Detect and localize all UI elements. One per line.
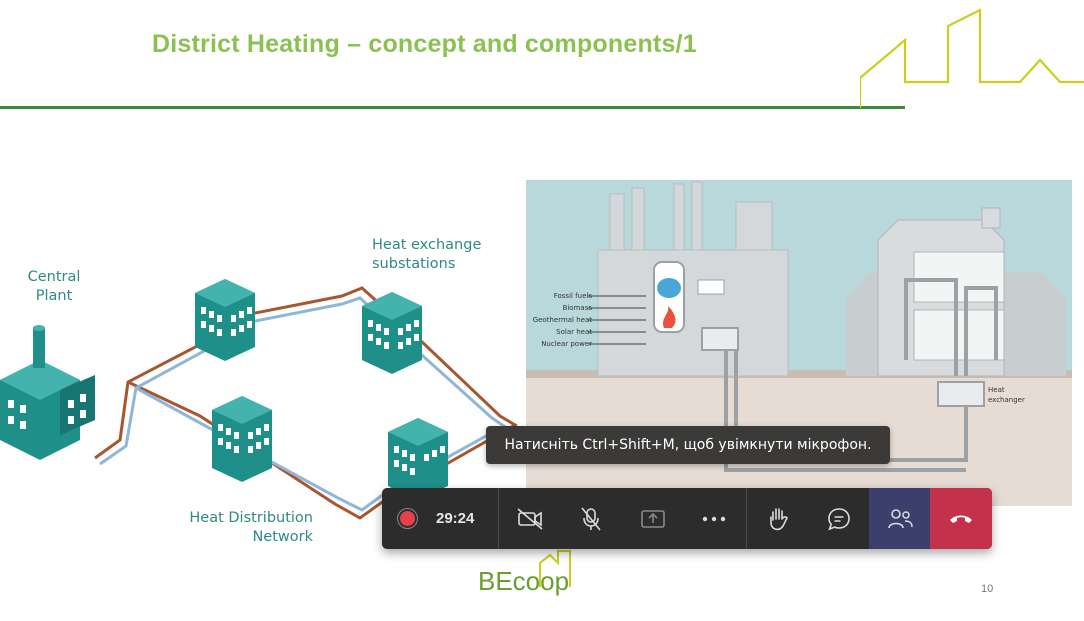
- supply-pipe: [94, 286, 518, 520]
- record-dot-icon: [400, 511, 415, 526]
- substations-label: Heat exchange substations: [372, 237, 482, 272]
- source-fossil-fuels: Fossil fuels: [554, 292, 593, 300]
- becoop-logo: [539, 550, 571, 587]
- participants-icon: [887, 508, 913, 528]
- raise-hand-button[interactable]: [747, 488, 808, 549]
- substation-building-3: [212, 396, 272, 482]
- more-actions-button[interactable]: [683, 488, 744, 549]
- raise-hand-icon: [769, 507, 788, 530]
- chat-icon: [827, 507, 850, 530]
- source-nuclear: Nuclear power: [541, 340, 592, 348]
- camera-off-icon: [516, 507, 543, 530]
- becoop-logo-text: BEcoop: [478, 566, 570, 596]
- central-plant-icon: [0, 325, 95, 460]
- hang-up-icon: [950, 515, 972, 523]
- substation-building-2: [362, 292, 422, 374]
- district-heating-network-diagram: [0, 279, 518, 520]
- heat-plant-illustration: Fossil fuels Biomass Geothermal heat Sol…: [526, 180, 1072, 506]
- call-duration: 29:24: [436, 510, 475, 527]
- city-skyline-logo: [860, 8, 1084, 108]
- page-number: 10: [981, 583, 994, 595]
- camera-toggle-button[interactable]: [499, 488, 560, 549]
- substation-building-4: [388, 418, 448, 500]
- title-divider: [0, 106, 905, 109]
- recording-timer: 29:24: [382, 488, 499, 549]
- heat-exchanger-label-line2: exchanger: [988, 396, 1025, 404]
- slide-title: District Heating – concept and component…: [152, 30, 697, 58]
- share-screen-icon: [640, 509, 665, 528]
- source-biomass: Biomass: [563, 304, 593, 312]
- central-plant-label: Central Plant: [27, 269, 81, 304]
- mic-shortcut-tooltip: Натисніть Ctrl+Shift+M, щоб увімкнути мі…: [486, 426, 890, 464]
- heat-source-labels: Fossil fuels Biomass Geothermal heat Sol…: [533, 292, 593, 348]
- source-solar: Solar heat: [556, 328, 592, 336]
- meeting-controls-bar: 29:24: [382, 488, 992, 549]
- participants-button[interactable]: [869, 488, 930, 549]
- more-icon: [702, 516, 725, 521]
- heat-exchanger-label-line1: Heat: [988, 386, 1005, 394]
- share-screen-button[interactable]: [622, 488, 683, 549]
- distribution-network-label: Heat Distribution Network: [189, 510, 313, 545]
- controls-separator: [746, 488, 747, 549]
- mic-off-icon: [580, 506, 601, 531]
- mic-toggle-button[interactable]: [560, 488, 621, 549]
- substation-building-1: [195, 279, 255, 361]
- source-geothermal: Geothermal heat: [533, 316, 593, 324]
- chat-button[interactable]: [808, 488, 869, 549]
- hang-up-button[interactable]: [930, 488, 992, 549]
